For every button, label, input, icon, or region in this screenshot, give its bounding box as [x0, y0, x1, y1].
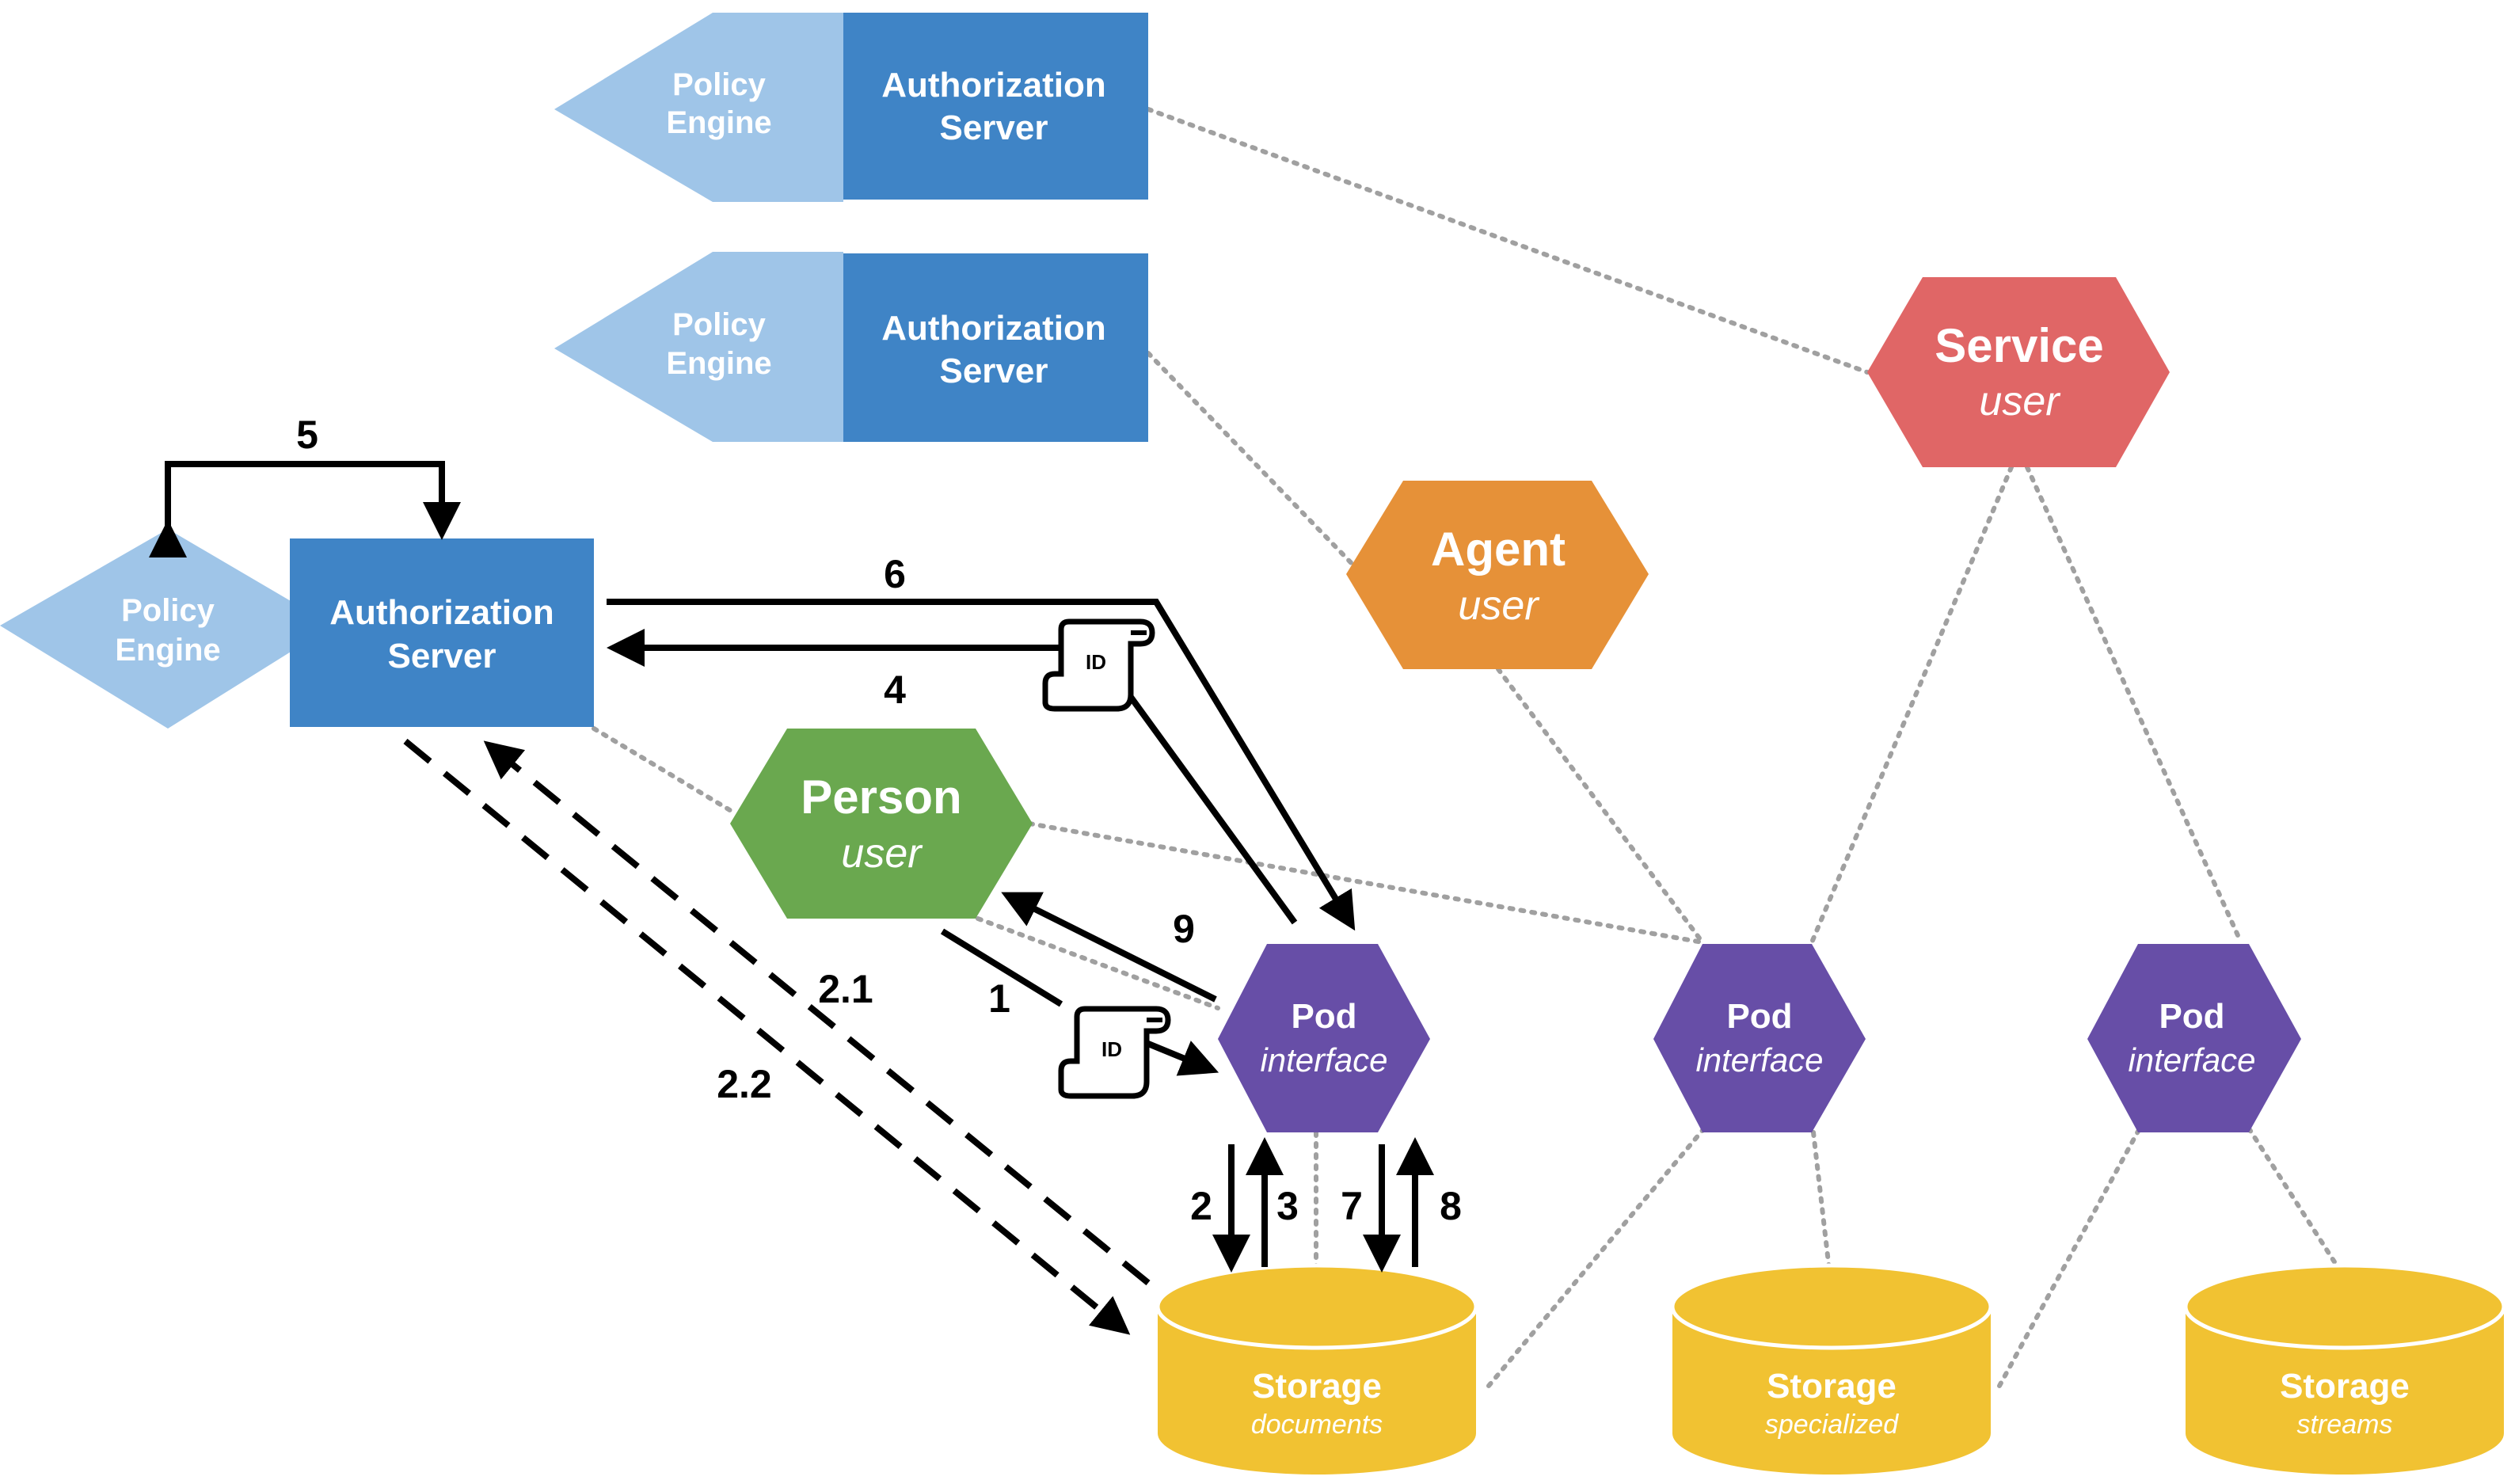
step-label-5: 5: [296, 413, 318, 457]
svg-text:Engine: Engine: [115, 633, 220, 668]
svg-text:Pod: Pod: [1291, 997, 1356, 1036]
flow-arrow-6: [607, 599, 1356, 931]
svg-text:Policy: Policy: [121, 593, 215, 628]
svg-text:Engine: Engine: [666, 346, 771, 381]
flow-arrow-2-1: [483, 740, 1151, 1286]
flow-arrow-1-head: [1147, 1041, 1219, 1076]
svg-text:Agent: Agent: [1431, 523, 1566, 576]
flow-arrows: [149, 461, 1434, 1273]
agent-user-hexagon: Agent user: [1346, 481, 1649, 669]
policy-engine-middle: Policy Engine: [554, 252, 843, 442]
step-label-2: 2: [1190, 1184, 1212, 1228]
svg-text:interface: interface: [2128, 1041, 2255, 1079]
svg-text:Service: Service: [1935, 319, 2104, 372]
svg-text:Server: Server: [939, 352, 1048, 390]
svg-text:ID: ID: [1101, 1037, 1122, 1061]
id-token-icon-upper: ID: [1042, 618, 1155, 712]
svg-text:Server: Server: [387, 637, 496, 675]
step-labels: 5 6 4 9 1 2.1 2.2 2 3 7 8: [296, 413, 1462, 1228]
svg-text:documents: documents: [1251, 1410, 1383, 1440]
step-label-9: 9: [1173, 907, 1195, 951]
svg-text:Authorization: Authorization: [881, 66, 1106, 105]
svg-text:Authorization: Authorization: [881, 309, 1106, 348]
svg-text:ID: ID: [1086, 650, 1106, 674]
step-label-4: 4: [884, 668, 906, 712]
storage-streams: Storage streams: [2183, 1263, 2506, 1474]
storage-documents: Storage documents: [1155, 1263, 1478, 1474]
storage-specialized: Storage specialized: [1670, 1263, 1993, 1474]
svg-text:Storage: Storage: [2280, 1367, 2410, 1406]
policy-engine-top: Policy Engine: [554, 13, 843, 202]
person-user-hexagon: Person user: [730, 729, 1033, 919]
svg-text:Authorization: Authorization: [329, 593, 554, 632]
flow-arrow-9: [1001, 892, 1217, 1003]
step-label-6: 6: [884, 552, 906, 596]
policy-engine-main: Policy Engine: [0, 529, 333, 729]
svg-text:user: user: [841, 831, 923, 877]
flow-arrow-4-tail: [1123, 688, 1298, 925]
step-label-7: 7: [1341, 1184, 1363, 1228]
svg-text:Storage: Storage: [1767, 1367, 1897, 1406]
step-label-2-1: 2.1: [818, 967, 873, 1011]
svg-text:Person: Person: [801, 771, 961, 824]
service-user-hexagon: Service user: [1867, 277, 2170, 467]
step-label-1: 1: [988, 976, 1010, 1021]
pod-interface-streams: Pod interface: [2087, 944, 2301, 1132]
svg-text:Pod: Pod: [1726, 997, 1792, 1036]
step-label-2-2: 2.2: [717, 1062, 772, 1106]
svg-text:Policy: Policy: [672, 67, 767, 102]
svg-text:interface: interface: [1695, 1041, 1823, 1079]
pod-interface-documents: Pod interface: [1218, 944, 1430, 1132]
authorization-server-top: Authorization Server: [843, 13, 1148, 200]
dotted-connectors: [592, 107, 2350, 1388]
authorization-server-main: Authorization Server: [290, 538, 594, 727]
flow-arrow-5: [149, 461, 461, 557]
flow-arrow-2-2: [403, 738, 1131, 1335]
svg-text:user: user: [1458, 583, 1540, 629]
svg-text:Pod: Pod: [2159, 997, 2224, 1036]
step-label-3: 3: [1276, 1184, 1299, 1228]
step-label-8: 8: [1440, 1184, 1462, 1228]
svg-text:Storage: Storage: [1252, 1367, 1382, 1406]
dashed-flow-arrows: [403, 738, 1151, 1335]
svg-text:interface: interface: [1260, 1041, 1387, 1079]
svg-text:streams: streams: [2297, 1410, 2393, 1440]
flow-arrow-1: [940, 928, 1063, 1007]
id-token-icon-lower: ID: [1058, 1006, 1171, 1099]
svg-text:Policy: Policy: [672, 307, 767, 342]
svg-text:user: user: [1979, 379, 2061, 424]
svg-text:specialized: specialized: [1765, 1410, 1899, 1440]
authorization-server-middle: Authorization Server: [843, 253, 1148, 442]
pod-interface-specialized: Pod interface: [1653, 944, 1866, 1132]
svg-text:Engine: Engine: [666, 105, 771, 140]
svg-text:Server: Server: [939, 108, 1048, 147]
